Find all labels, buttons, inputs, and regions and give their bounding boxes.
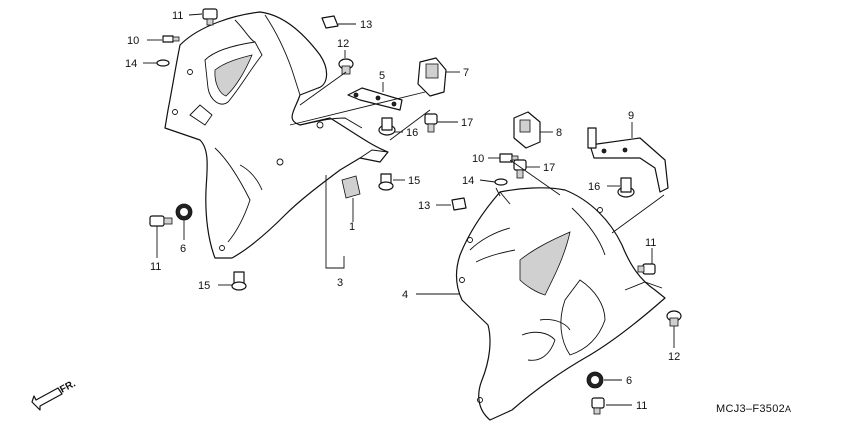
stay-clamp-7	[417, 57, 447, 97]
diagram-code-text: MCJ3–F3502A	[716, 403, 791, 415]
pad-1	[341, 175, 361, 199]
bolt-10-top	[162, 35, 180, 43]
clip-nut-13-mid	[451, 197, 467, 211]
callout-labels: 11 13 10 12 14 5 7 16 17 8 9 15 1 10 17 …	[125, 10, 680, 412]
leader-lines	[143, 13, 675, 406]
stay-9	[587, 127, 669, 193]
collar-6-right	[586, 371, 604, 389]
callout-1: 1	[349, 221, 355, 233]
diagram-code: MCJ3–F3502A	[716, 403, 791, 415]
rivet-12-right	[666, 310, 682, 327]
left-lower-cowl	[164, 11, 389, 259]
callout-15-upper: 15	[408, 175, 420, 187]
screw-17-top	[424, 113, 438, 133]
callout-16-mid: 16	[588, 181, 600, 193]
callout-17-top: 17	[461, 117, 473, 129]
bolt-11-top	[202, 8, 218, 26]
front-direction-label: FR.	[58, 378, 78, 395]
callout-11-left: 11	[150, 261, 161, 273]
rivet-12-top	[338, 58, 354, 75]
callout-3: 3	[337, 277, 343, 289]
bolt-11-bottom	[591, 397, 605, 415]
callout-14-mid: 14	[462, 175, 474, 187]
callout-6-left: 6	[180, 243, 186, 255]
callout-10-mid: 10	[472, 153, 484, 165]
callout-9: 9	[628, 110, 634, 122]
grommet-16-top	[378, 117, 396, 136]
callout-8: 8	[556, 127, 562, 139]
callout-11-top: 11	[172, 10, 183, 22]
bracket-8	[513, 111, 541, 149]
washer-14-top	[156, 59, 170, 67]
screw-17-mid	[513, 159, 527, 179]
callout-13-top: 13	[360, 19, 372, 31]
callout-5: 5	[379, 70, 385, 82]
callout-16-top: 16	[406, 127, 418, 139]
bracket-5	[347, 87, 403, 111]
collar-6-left	[175, 203, 193, 221]
callout-6-right: 6	[626, 375, 632, 387]
callout-7: 7	[463, 67, 469, 79]
callout-4: 4	[402, 289, 408, 301]
callout-17-mid: 17	[543, 162, 555, 174]
callout-11-bottom: 11	[636, 400, 647, 412]
bolt-11-right	[637, 263, 656, 275]
front-arrow-icon	[31, 387, 63, 411]
callout-12-right: 12	[668, 351, 680, 363]
right-lower-cowl	[455, 187, 666, 421]
front-direction-indicator: FR.	[31, 378, 78, 411]
bolt-11-left	[149, 215, 173, 227]
callout-10-top: 10	[127, 35, 139, 47]
callout-12-top: 12	[337, 38, 349, 50]
callout-14-top: 14	[125, 58, 137, 70]
washer-14-mid	[494, 178, 508, 186]
clip-nut-13-top	[321, 15, 339, 29]
callout-15-lower: 15	[198, 280, 210, 292]
grommet-15-upper	[378, 173, 394, 191]
grommet-15-lower	[231, 271, 247, 291]
callout-13-mid: 13	[418, 200, 430, 212]
callout-11-right: 11	[645, 237, 656, 249]
grommet-16-mid	[617, 177, 635, 198]
